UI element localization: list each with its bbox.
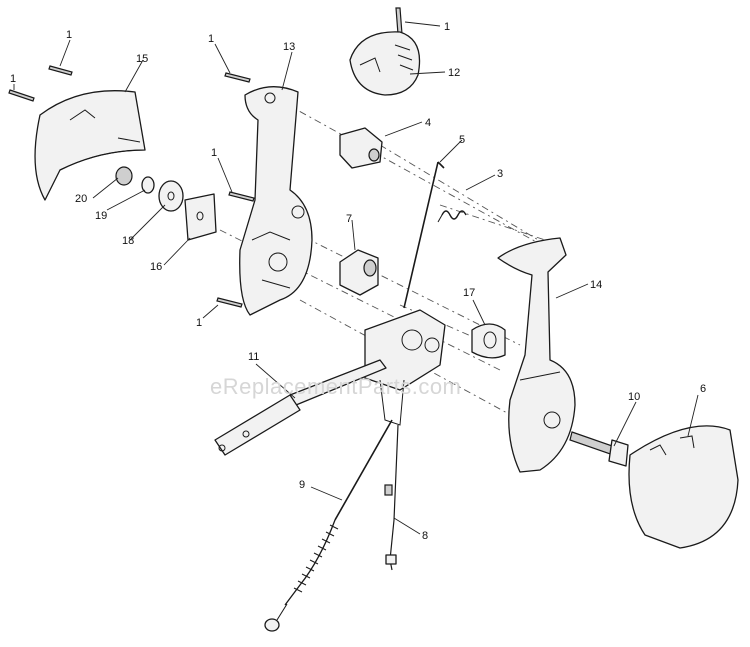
part-3-spring[interactable] <box>437 210 467 223</box>
callout-5: 5 <box>459 134 465 146</box>
callout-18: 18 <box>122 235 134 247</box>
callout-1: 1 <box>196 317 202 329</box>
callout-6: 6 <box>700 383 706 395</box>
callout-13: 13 <box>283 41 295 53</box>
callout-14: 14 <box>590 279 602 291</box>
callout-9: 9 <box>299 479 305 491</box>
screw-1f[interactable] <box>216 297 243 308</box>
screw-1c[interactable] <box>224 72 251 83</box>
screw-1e[interactable] <box>228 191 255 202</box>
part-14-right-lever[interactable] <box>497 237 576 473</box>
part-13-lever-arm[interactable] <box>239 86 313 316</box>
part-7-bushing[interactable] <box>339 249 379 296</box>
callout-1: 1 <box>211 147 217 159</box>
callout-15: 15 <box>136 53 148 65</box>
screw-1a[interactable] <box>48 65 73 76</box>
callout-17: 17 <box>463 287 475 299</box>
part-19-washer[interactable] <box>141 176 155 194</box>
watermark: eReplacementParts.com <box>210 374 461 399</box>
central-bracket[interactable] <box>364 309 446 426</box>
part-20-nut[interactable] <box>115 166 133 186</box>
callout-4: 4 <box>425 117 431 129</box>
callout-labels: 1 1 1 1 1 1 3 4 5 6 7 8 9 10 11 12 13 14… <box>10 21 706 542</box>
callout-1: 1 <box>208 33 214 45</box>
callout-20: 20 <box>75 193 87 205</box>
callout-7: 7 <box>346 213 352 225</box>
part-6-right-cover[interactable] <box>628 425 739 549</box>
part-15-left-cover[interactable] <box>34 90 146 201</box>
callout-8: 8 <box>422 530 428 542</box>
callout-16: 16 <box>150 261 162 273</box>
screw-1b[interactable] <box>8 89 35 102</box>
screw-1d[interactable] <box>395 7 403 35</box>
leader-lines <box>13 21 699 535</box>
part-10-bolt[interactable] <box>569 431 629 467</box>
callout-10: 10 <box>628 391 640 403</box>
part-12-knob[interactable] <box>349 31 421 96</box>
callout-1: 1 <box>66 29 72 41</box>
part-5-rod[interactable] <box>403 161 445 309</box>
part-18-washer[interactable] <box>158 180 184 212</box>
callout-1: 1 <box>10 73 16 85</box>
callout-11: 11 <box>248 351 259 363</box>
part-17-bushing[interactable] <box>471 323 506 359</box>
callout-19: 19 <box>95 210 107 222</box>
callout-12: 12 <box>448 67 460 79</box>
part-11-shaft[interactable] <box>214 359 387 456</box>
part-8-wire[interactable] <box>384 424 399 571</box>
callout-3: 3 <box>497 168 503 180</box>
part-16-plate[interactable] <box>184 193 217 241</box>
part-9-cable[interactable] <box>264 419 393 632</box>
part-4-insert[interactable] <box>339 127 383 169</box>
callout-1: 1 <box>444 21 450 33</box>
